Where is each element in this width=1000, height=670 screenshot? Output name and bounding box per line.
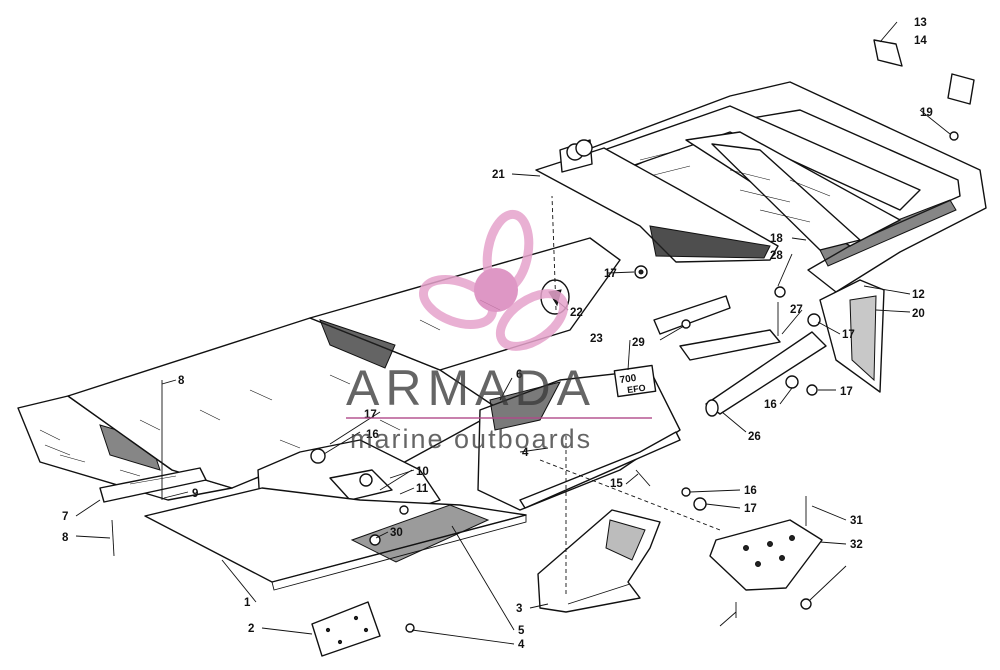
- belly-pan: [144, 487, 527, 591]
- callout-18: 18: [770, 233, 783, 245]
- callout-17-c: 17: [840, 386, 853, 398]
- callout-12: 12: [912, 289, 925, 301]
- callout-30: 32: [850, 539, 863, 551]
- right-side-panel: [477, 369, 681, 511]
- watermark: ARMADA marine outboards: [346, 209, 652, 454]
- propeller-icon: [418, 209, 569, 351]
- callout-3: 3: [516, 603, 522, 615]
- seat-base: [535, 139, 779, 263]
- callout-15: 15: [610, 478, 623, 490]
- callout-2: 2: [248, 623, 254, 635]
- rear-bumper-frame: [585, 81, 987, 393]
- slide-rail: [99, 467, 207, 503]
- callout-14: 14: [914, 35, 927, 47]
- callout-10: 10: [416, 466, 429, 478]
- callout-16-c: 16: [744, 485, 757, 497]
- model-decal: 700 EFO: [613, 364, 657, 398]
- callout-19: 19: [920, 107, 933, 119]
- watermark-tagline: marine outboards: [350, 424, 592, 454]
- leader-lines: [75, 21, 951, 645]
- strut-bar: [653, 295, 781, 361]
- callout-21: 21: [492, 169, 505, 181]
- callout-7: 7: [62, 511, 68, 523]
- callout-17-b: 17: [842, 329, 855, 341]
- callout-23: 23: [590, 333, 603, 345]
- callout-16-a: 16: [764, 399, 777, 411]
- callout-16-b: 16: [366, 429, 379, 441]
- callout-22: 22: [570, 307, 583, 319]
- svg-text:700: 700: [619, 373, 637, 386]
- callout-17-a: 17: [604, 268, 617, 280]
- footrest-block: [709, 519, 823, 591]
- callout-26: 28: [770, 250, 783, 262]
- svg-text:EFO: EFO: [627, 383, 647, 395]
- watermark-brand: ARMADA: [346, 360, 596, 416]
- access-plate: [311, 601, 381, 657]
- callout-4-b: 4: [518, 639, 525, 651]
- callout-1: 1: [244, 597, 251, 609]
- cross-shaft: [705, 331, 827, 417]
- callout-11: 11: [416, 483, 429, 495]
- callout-20: 20: [912, 308, 925, 320]
- callout-labels: 13 14 19 21 17 18 28 12 20 17 27 22 23 2…: [62, 17, 933, 651]
- callout-25: 27: [790, 304, 803, 316]
- callout-8-a: 8: [178, 375, 185, 387]
- callout-13: 13: [914, 17, 927, 29]
- callout-5: 5: [518, 625, 525, 637]
- callout-24: 26: [748, 431, 761, 443]
- callout-8-b: 8: [62, 532, 69, 544]
- callout-6: 6: [516, 369, 522, 381]
- mounting-bracket: [537, 509, 661, 613]
- callout-29: 31: [850, 515, 863, 527]
- callout-27: 29: [632, 337, 645, 349]
- callout-17-e: 17: [744, 503, 757, 515]
- callout-9: 9: [192, 488, 198, 500]
- small-hardware: [111, 39, 975, 633]
- callout-28: 30: [390, 527, 403, 539]
- callout-4-a: 4: [522, 447, 529, 459]
